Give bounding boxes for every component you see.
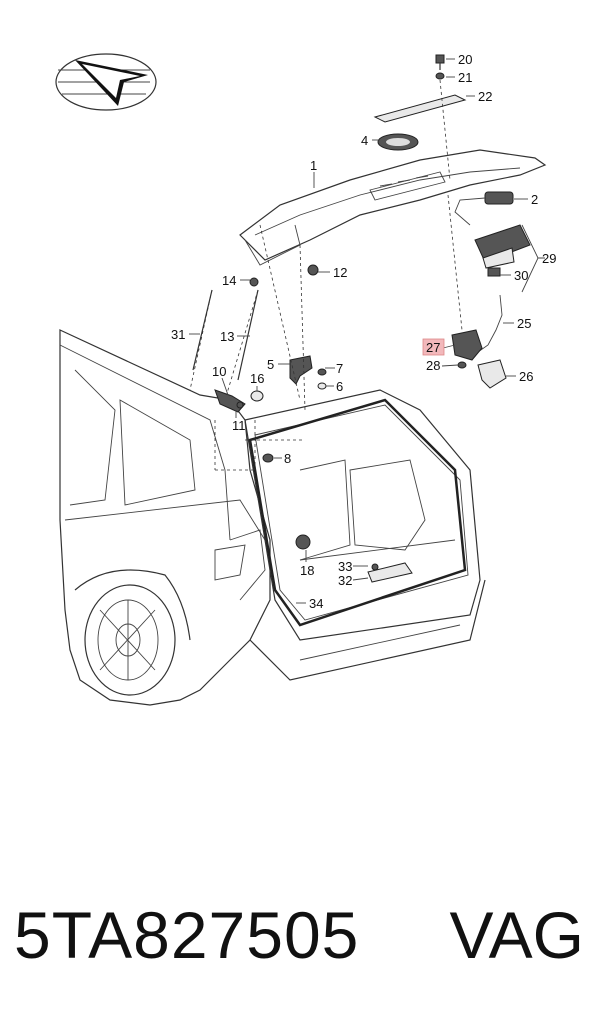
callout-28: 28 [426,358,440,373]
hinge-parts [214,355,327,413]
callout-5: 5 [267,357,274,372]
callout-29: 29 [542,251,556,266]
callout-10: 10 [212,364,226,379]
callout-7: 7 [336,361,343,376]
callout-27: 27 [426,340,440,355]
camera-part [454,191,514,226]
callout-12: 12 [333,265,347,280]
tailgate [239,149,547,266]
callout-11: 11 [232,418,246,433]
orientation-compass-icon [55,53,157,111]
callout-leaders [189,58,545,604]
striker-part [477,359,507,389]
callout-34: 34 [309,596,323,611]
callout-1: 1 [310,158,317,173]
callout-26: 26 [519,369,533,384]
vehicle-body [59,329,486,706]
callout-33: 33 [338,559,352,574]
part-number: 5TA827505 [14,898,360,972]
brand-label: VAG [449,898,584,972]
callout-2: 2 [531,192,538,207]
callout-14: 14 [222,273,236,288]
callout-16: 16 [250,371,264,386]
screw-parts [435,54,451,181]
callout-21: 21 [458,70,472,85]
callout-22: 22 [478,89,492,104]
badge-part [377,133,419,151]
parts-diagram: 1 2 4 5 6 7 8 10 11 12 13 14 16 18 20 21… [55,52,556,706]
callout-6: 6 [336,379,343,394]
callout-20: 20 [458,52,472,67]
callout-18: 18 [300,563,314,578]
callout-4: 4 [361,133,368,148]
callout-25: 25 [517,316,531,331]
callout-30: 30 [514,268,528,283]
assembly-lines [214,224,306,471]
part-footer: 5TA827505 VAG [0,880,600,990]
small-parts [249,264,413,583]
callout-27-highlight [422,338,445,356]
trim-strip-part [373,94,467,123]
callout-labels: 1 2 4 5 6 7 8 10 11 12 13 14 16 18 20 21… [171,52,556,611]
callout-8: 8 [284,451,291,466]
callout-31: 31 [171,327,185,342]
lock-motor-part [474,224,531,277]
callout-32: 32 [338,573,352,588]
callout-13: 13 [220,329,234,344]
lock-cable [477,294,503,353]
gas-struts [189,289,259,401]
